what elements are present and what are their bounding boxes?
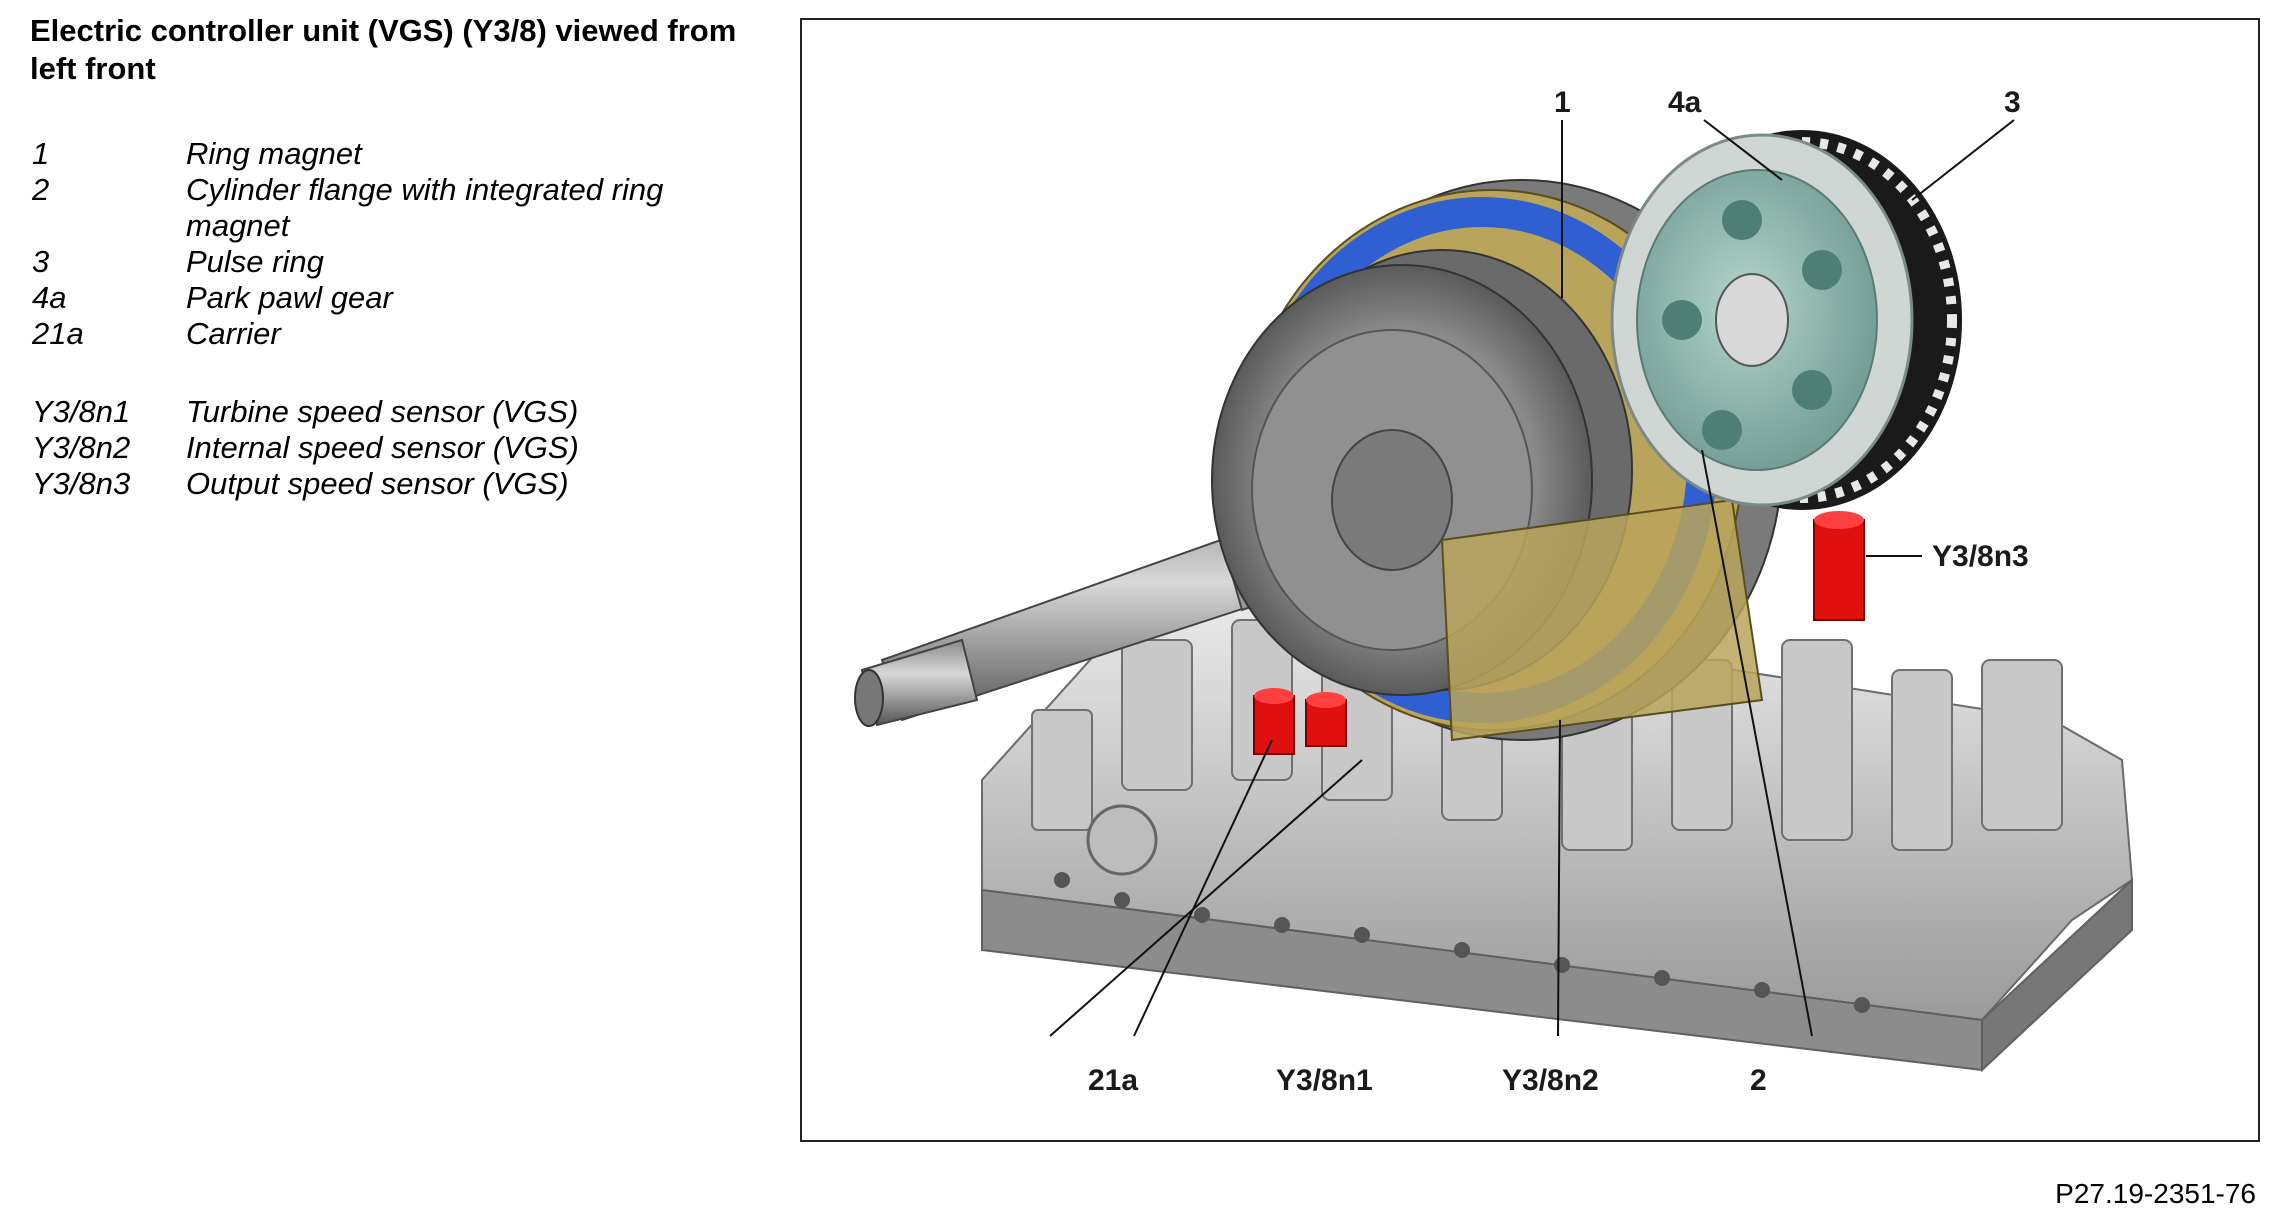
sensor-item: Y3/8n2 Internal speed sensor (VGS) (32, 430, 752, 466)
legend-item: 2 Cylinder flange with integrated ring m… (32, 172, 752, 244)
callout-21a: 21a (1088, 1064, 1138, 1097)
legend-desc: Cylinder flange with integrated ring mag… (186, 172, 664, 243)
clutch-drum (1211, 179, 1783, 742)
sensor-code: Y3/8n2 (32, 430, 131, 465)
legend: 1 Ring magnet 2 Cylinder flange with int… (32, 136, 752, 502)
speed-sensors (1253, 511, 1865, 755)
pulse-ring (1610, 130, 1962, 510)
legend-code: 3 (32, 244, 50, 279)
callout-3: 3 (2004, 86, 2021, 119)
legend-spacer (32, 352, 752, 394)
legend-code: 4a (32, 280, 67, 315)
legend-code: 1 (32, 136, 50, 171)
illustration-frame: 1 4a 3 Y3/8n3 21a Y3/8n1 Y3/8n2 2 (800, 18, 2260, 1142)
callout-y3-8n2: Y3/8n2 (1502, 1064, 1599, 1097)
sensor-desc: Turbine speed sensor (VGS) (186, 394, 579, 429)
legend-code: 2 (32, 172, 50, 207)
legend-item: 21a Carrier (32, 316, 752, 352)
sensor-code: Y3/8n1 (32, 394, 131, 429)
sensor-item: Y3/8n1 Turbine speed sensor (VGS) (32, 394, 752, 430)
leader-lines (1049, 119, 2015, 1037)
callout-4a: 4a (1668, 86, 1702, 119)
callout-2: 2 (1750, 1064, 1767, 1097)
sensor-desc: Output speed sensor (VGS) (186, 466, 569, 501)
callout-1: 1 (1554, 86, 1571, 119)
transmission-illustration: 1 4a 3 Y3/8n3 21a Y3/8n1 Y3/8n2 2 (854, 86, 2134, 1097)
callout-y3-8n1: Y3/8n1 (1276, 1064, 1373, 1097)
legend-item: 4a Park pawl gear (32, 280, 752, 316)
sensor-code: Y3/8n3 (32, 466, 131, 501)
sensor-item: Y3/8n3 Output speed sensor (VGS) (32, 466, 752, 502)
legend-desc: Carrier (186, 316, 281, 351)
legend-code: 21a (32, 316, 84, 351)
callout-y3-8n3: Y3/8n3 (1932, 540, 2029, 573)
legend-desc: Ring magnet (186, 136, 362, 171)
reference-code: P27.19-2351-76 (2055, 1178, 2256, 1209)
page-title: Electric controller unit (VGS) (Y3/8) vi… (30, 13, 737, 86)
legend-desc: Pulse ring (186, 244, 324, 279)
legend-item: 3 Pulse ring (32, 244, 752, 280)
sensor-desc: Internal speed sensor (VGS) (186, 430, 579, 465)
legend-item: 1 Ring magnet (32, 136, 752, 172)
legend-desc: Park pawl gear (186, 280, 393, 315)
